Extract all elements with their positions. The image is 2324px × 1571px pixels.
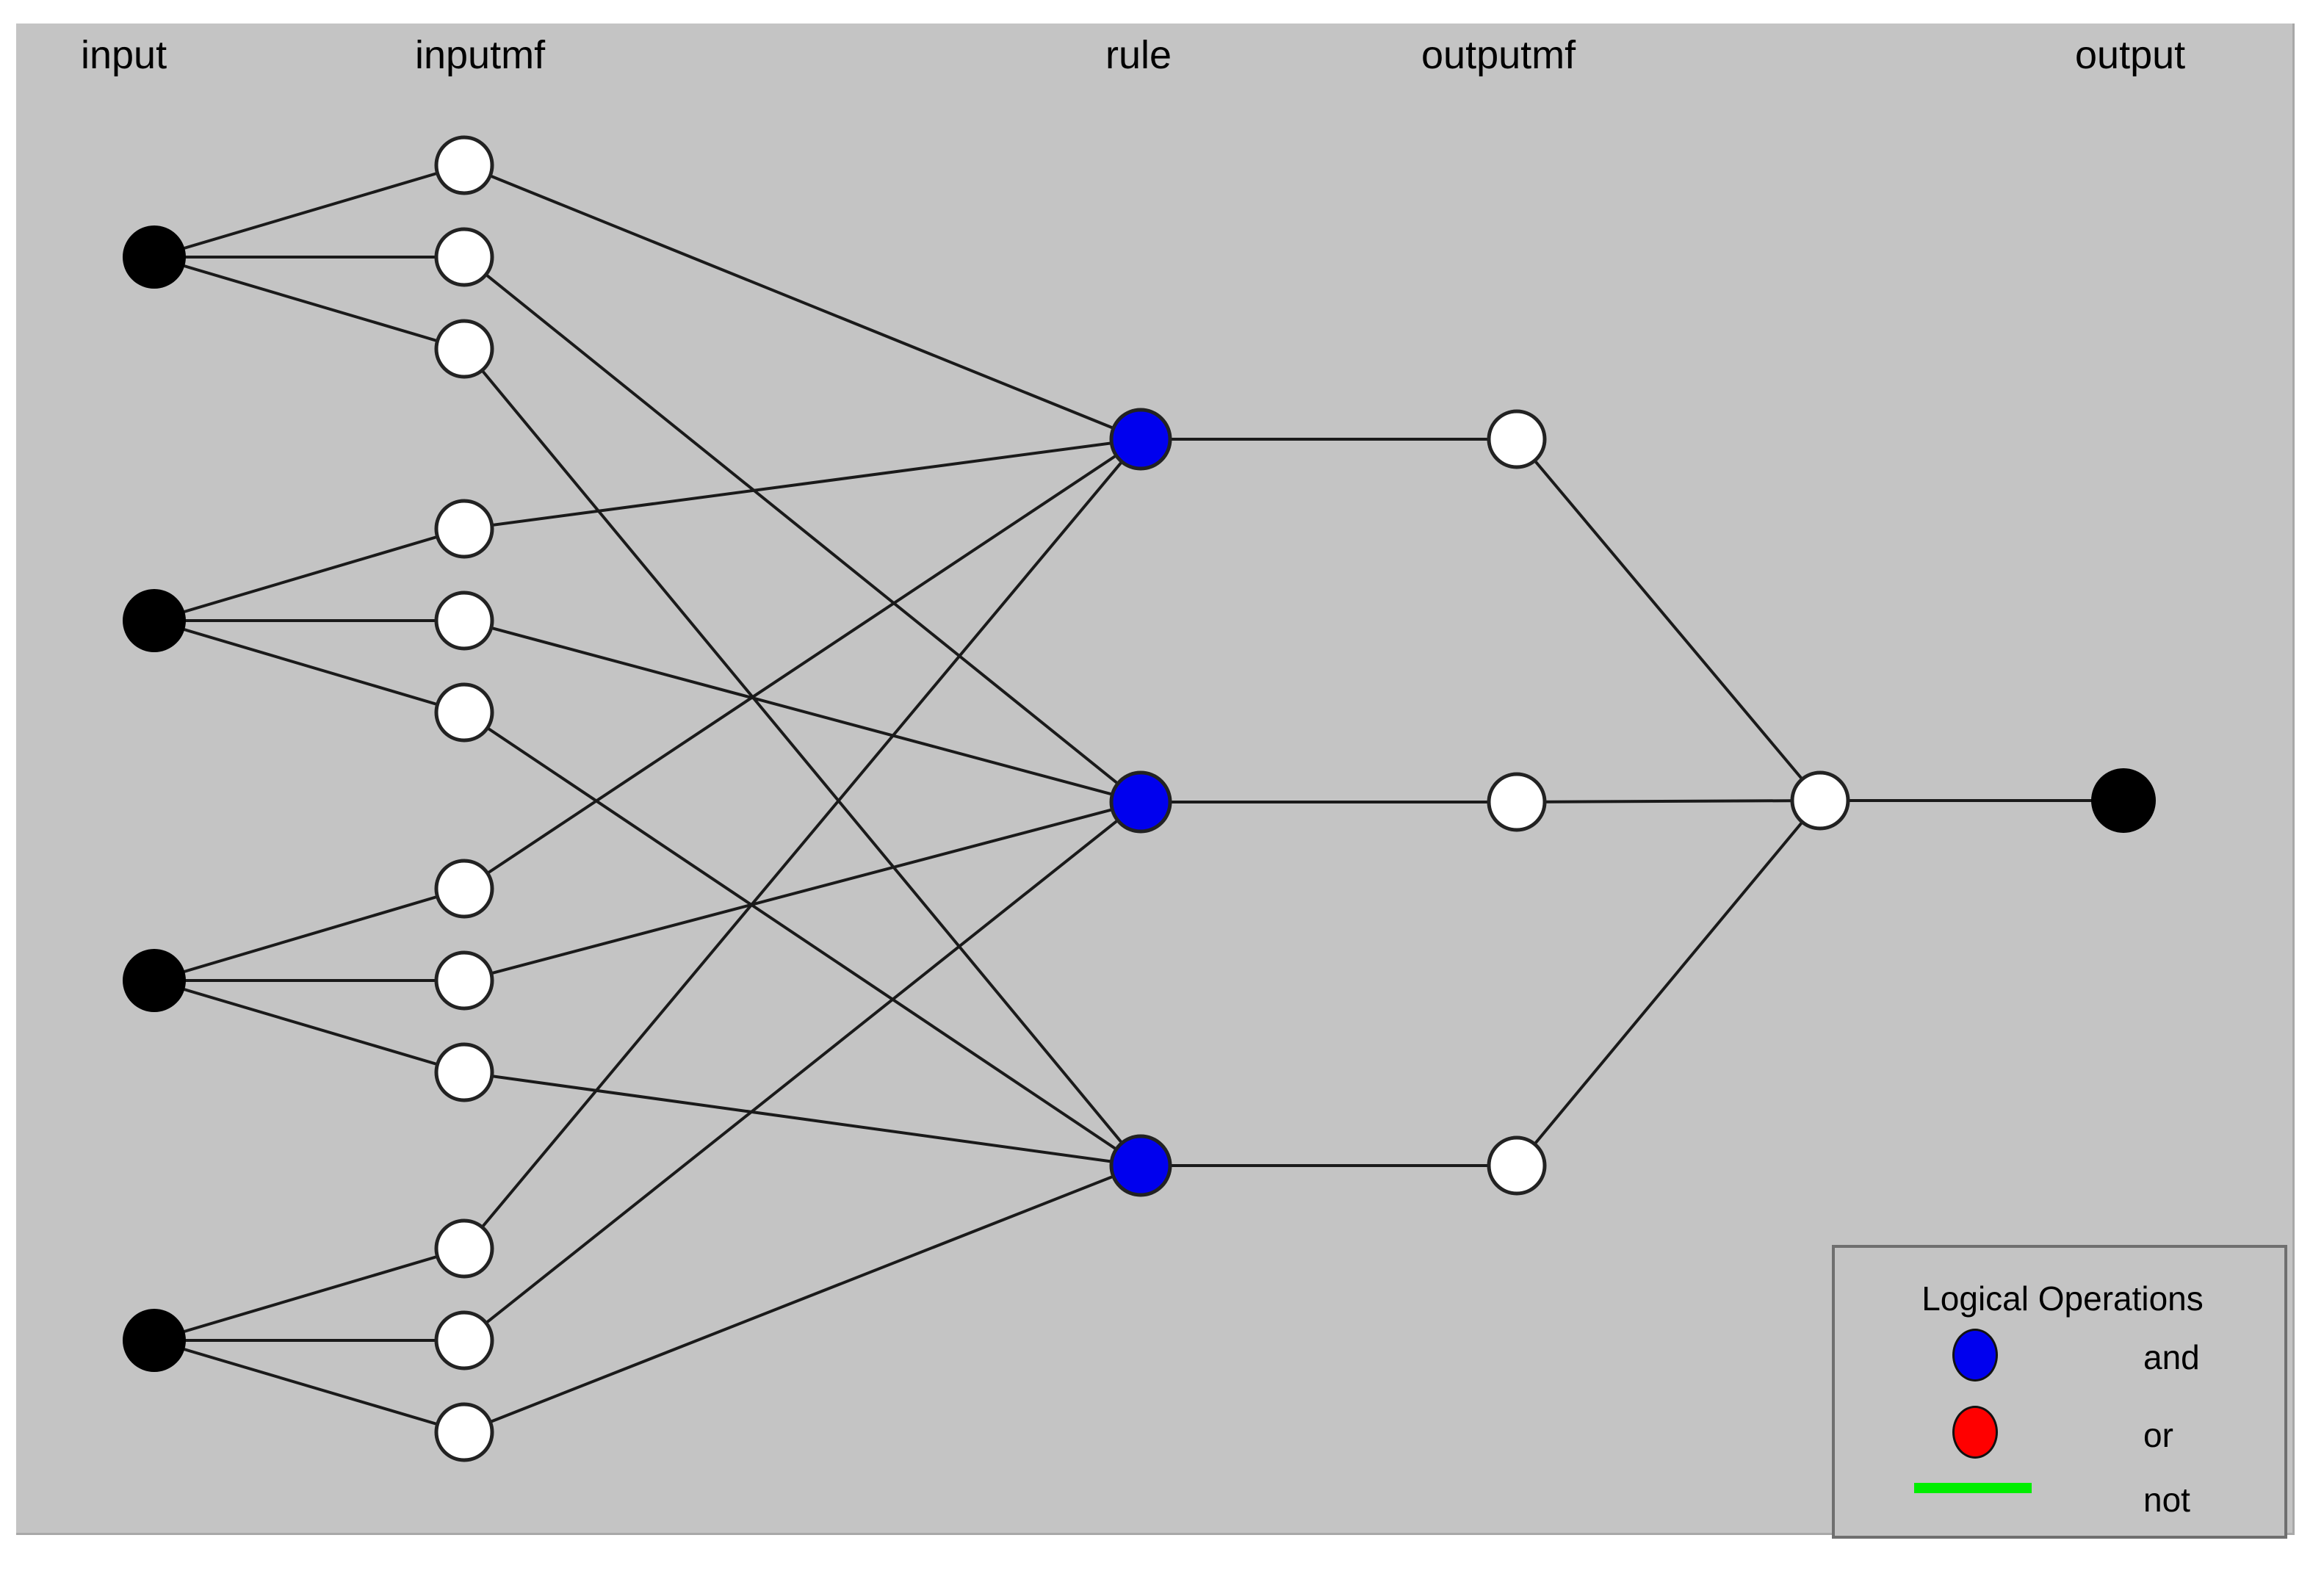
node-input-in1[interactable]	[123, 225, 186, 289]
node-inputmf-mf11[interactable]	[434, 1310, 494, 1370]
edges-group	[154, 164, 2123, 1434]
node-inputmf-mf9[interactable]	[434, 1042, 494, 1102]
edge-mf6-r3	[463, 711, 1142, 1167]
legend-panel: Logical Operations and or not	[1832, 1245, 2287, 1539]
node-outputmf-om1[interactable]	[1487, 409, 1547, 469]
legend-title: Logical Operations	[1921, 1279, 2204, 1318]
node-aggregation-agg[interactable]	[1790, 770, 1850, 831]
node-input-in3[interactable]	[123, 949, 186, 1012]
node-output-out1[interactable]	[2091, 768, 2156, 833]
edge-mf7-r1	[463, 438, 1142, 890]
edge-mf8-r2	[463, 801, 1141, 982]
column-label-rule: rule	[1105, 33, 1172, 77]
column-label-output: output	[2075, 33, 2186, 77]
legend-label-not: not	[2143, 1481, 2190, 1519]
node-rule-r3[interactable]	[1109, 1134, 1172, 1197]
edge-mf11-r2	[463, 801, 1142, 1342]
node-inputmf-mf4[interactable]	[434, 499, 494, 559]
nodes-group	[123, 135, 2156, 1462]
edge-in1-mf1	[154, 164, 465, 259]
legend-label-or: or	[2143, 1416, 2173, 1454]
edge-mf3-r3	[463, 347, 1142, 1167]
edge-in1-mf3	[154, 256, 465, 350]
legend-label-and: and	[2143, 1338, 2200, 1376]
edge-mf12-r3	[463, 1164, 1141, 1434]
node-inputmf-mf8[interactable]	[434, 950, 494, 1011]
node-input-in2[interactable]	[123, 589, 186, 652]
legend-swatch-or	[1952, 1406, 1998, 1459]
column-label-outputmf: outputmf	[1421, 33, 1576, 77]
node-inputmf-mf5[interactable]	[434, 591, 494, 651]
edge-in4-mf10	[154, 1247, 465, 1342]
edge-in3-mf9	[154, 979, 465, 1074]
node-input-in4[interactable]	[123, 1309, 186, 1372]
node-inputmf-mf12[interactable]	[434, 1402, 494, 1462]
node-inputmf-mf7[interactable]	[434, 859, 494, 919]
not-line-icon	[1914, 1483, 2032, 1493]
node-inputmf-mf3[interactable]	[434, 319, 494, 379]
edge-mf5-r2	[463, 619, 1141, 803]
node-rule-r2[interactable]	[1109, 770, 1172, 834]
edge-mf10-r1	[463, 438, 1142, 1250]
node-inputmf-mf2[interactable]	[434, 227, 494, 287]
edge-om1-agg	[1515, 438, 1822, 802]
node-inputmf-mf6[interactable]	[434, 682, 494, 743]
column-label-inputmf: inputmf	[415, 33, 546, 77]
edge-mf4-r1	[463, 438, 1141, 530]
edge-in2-mf4	[154, 527, 465, 622]
legend-swatch-not	[1914, 1483, 2032, 1493]
edge-mf2-r2	[463, 256, 1142, 803]
edge-in2-mf6	[154, 619, 465, 714]
edge-om3-agg	[1515, 799, 1822, 1167]
node-inputmf-mf10[interactable]	[434, 1218, 494, 1279]
and-circle-icon	[1952, 1329, 1998, 1382]
node-inputmf-mf1[interactable]	[434, 135, 494, 195]
edge-mf9-r3	[463, 1071, 1141, 1167]
column-label-input: input	[81, 33, 167, 77]
edge-om2-agg	[1516, 799, 1821, 803]
legend-swatch-and	[1952, 1329, 1998, 1382]
edge-mf1-r1	[463, 164, 1141, 441]
node-outputmf-om3[interactable]	[1487, 1135, 1547, 1196]
edge-in4-mf12	[154, 1339, 465, 1434]
or-circle-icon	[1952, 1406, 1998, 1459]
node-rule-r1[interactable]	[1109, 408, 1172, 471]
node-outputmf-om2[interactable]	[1487, 772, 1547, 832]
edge-in3-mf7	[154, 887, 465, 982]
